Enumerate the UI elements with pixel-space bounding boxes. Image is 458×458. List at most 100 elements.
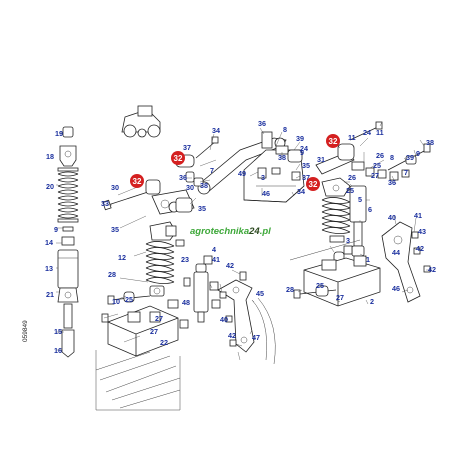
callout-c36b: 36 [258, 119, 266, 128]
callout-c36c: 36 [388, 178, 396, 187]
callout-c28a: 28 [108, 270, 116, 279]
callout-c38c: 38 [426, 138, 434, 147]
callout-c30a: 30 [111, 183, 119, 192]
callout-c38b: 38 [278, 153, 286, 162]
part-30-bushing [145, 179, 161, 195]
callout-c39b: 39 [406, 153, 414, 162]
right-lower-plate [289, 239, 381, 307]
callout-c40b: 40 [220, 315, 228, 324]
watermark: agrotechnika24.pl [190, 226, 271, 237]
callout-c47: 47 [252, 333, 260, 342]
callout-c33: 33 [101, 199, 109, 208]
part-24-bushing [337, 143, 355, 161]
callout-c46a: 46 [262, 189, 270, 198]
callout-c24a: 24 [363, 128, 371, 137]
callout-c23: 23 [181, 255, 189, 264]
part-16-lower-eye [61, 329, 75, 358]
callout-c24b: 24 [300, 144, 308, 153]
callout-c19: 19 [55, 129, 63, 138]
callout-c26a: 26 [376, 151, 384, 160]
right-shock-absorber [321, 177, 367, 263]
part-14-nut [61, 236, 75, 246]
callout-c7a: 7 [210, 166, 214, 175]
highlighted-callout-r3: 32 [326, 134, 340, 148]
callout-c22: 22 [160, 338, 168, 347]
center-spring-strut [145, 221, 185, 297]
watermark-suffix: .pl [260, 226, 271, 237]
callout-c27a: 27 [371, 171, 379, 180]
callout-c9c: 9 [416, 149, 420, 158]
callout-c27c: 27 [336, 293, 344, 302]
callout-c43: 43 [418, 227, 426, 236]
callout-c9: 9 [54, 225, 58, 234]
callout-c44: 44 [392, 248, 400, 257]
callout-c16: 16 [54, 346, 62, 355]
callout-c27b: 27 [155, 314, 163, 323]
callout-c2: 2 [370, 297, 374, 306]
highlight-circle [171, 151, 185, 165]
part-21-lower-mount [57, 287, 79, 303]
leader-lines [103, 121, 428, 361]
callout-c10: 10 [112, 297, 120, 306]
callout-c8a: 8 [283, 125, 287, 134]
callout-c41b: 41 [212, 255, 220, 264]
callout-c34b: 34 [297, 187, 305, 196]
callout-c3b: 3 [346, 236, 350, 245]
part-9-washer [62, 226, 74, 232]
callout-c31: 31 [317, 155, 325, 164]
highlighted-callouts: 32 32 32 32 [130, 134, 340, 191]
callout-c18: 18 [46, 152, 54, 161]
callout-c9b: 9 [300, 148, 304, 157]
highlighted-callout-r1: 32 [171, 151, 185, 165]
callout-c28b: 28 [286, 285, 294, 294]
callout-c26b: 26 [348, 173, 356, 182]
highlight-label: 32 [309, 180, 318, 189]
highlight-label: 32 [174, 154, 183, 163]
callout-c48: 48 [182, 298, 190, 307]
callout-c27d: 27 [150, 327, 158, 336]
callout-c21: 21 [46, 290, 54, 299]
callout-c38a: 38 [200, 181, 208, 190]
center-spring [145, 241, 175, 284]
part-15-rod [63, 303, 73, 329]
highlight-circle [306, 177, 320, 191]
callout-c41a: 41 [414, 211, 422, 220]
highlight-label: 32 [133, 177, 142, 186]
callout-c13: 13 [45, 264, 53, 273]
callout-c11a: 11 [376, 128, 384, 137]
right-upper-assembly [315, 121, 431, 181]
callout-c36a: 36 [179, 173, 187, 182]
callout-c34a: 34 [212, 126, 220, 135]
callout-c15: 15 [54, 327, 62, 336]
center-damper [183, 255, 221, 323]
callout-c25b: 25 [125, 295, 133, 304]
callout-c25a: 25 [373, 161, 381, 170]
highlighted-callout-r4: 32 [306, 177, 320, 191]
callout-c5: 5 [358, 195, 362, 204]
callout-c42c: 42 [226, 261, 234, 270]
center-upper-mount [102, 136, 219, 215]
center-lower-frame [95, 291, 189, 411]
callout-c30b: 30 [186, 183, 194, 192]
watermark-digits: 24 [248, 226, 260, 237]
highlighted-callout-r2: 32 [130, 174, 144, 188]
callout-c1: 1 [366, 255, 370, 264]
watermark-main: agrotechnika [190, 226, 249, 237]
highlight-label: 32 [329, 137, 338, 146]
callout-c37a: 37 [183, 143, 191, 152]
callout-c37b: 37 [302, 173, 310, 182]
center-right-arm [217, 271, 276, 365]
callout-c3a: 3 [261, 173, 265, 182]
callout-c12: 12 [118, 253, 126, 262]
part-8-bolt [261, 131, 273, 149]
callout-c6: 6 [368, 205, 372, 214]
callout-c40a: 40 [388, 213, 396, 222]
drawing-code: 059849 [22, 320, 29, 342]
callout-c25d: 25 [316, 281, 324, 290]
callout-c49: 49 [238, 169, 246, 178]
part-19-cap [62, 126, 74, 138]
callout-c7b: 7 [404, 168, 408, 177]
right-spring [321, 197, 351, 234]
callout-c25c: 25 [346, 186, 354, 195]
